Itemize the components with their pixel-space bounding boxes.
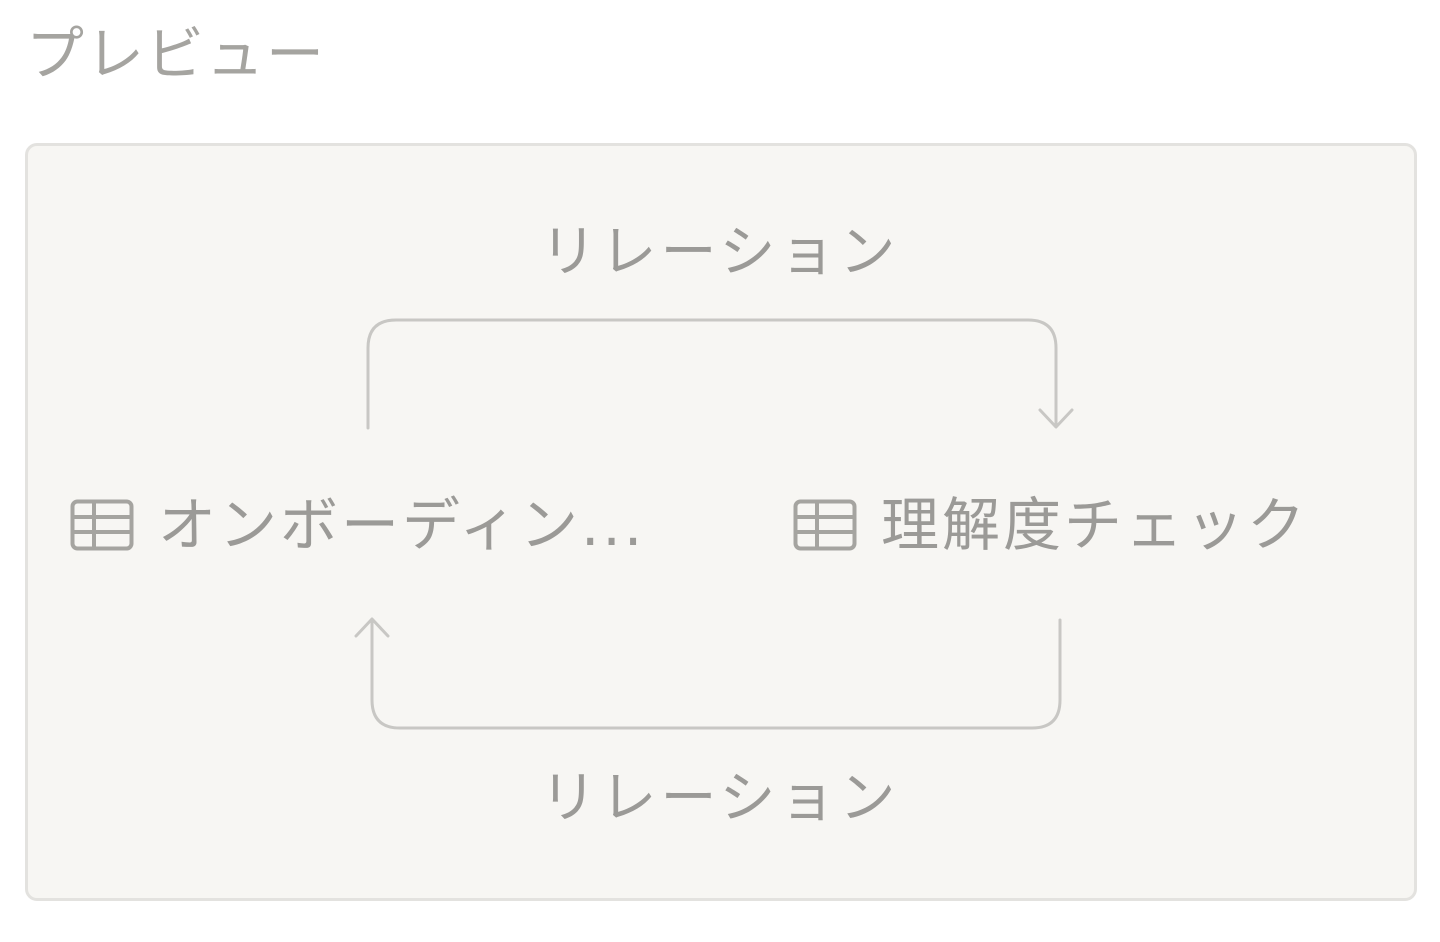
table-icon	[793, 499, 857, 551]
relation-label-bottom: リレーション	[540, 766, 900, 831]
relation-label-top: リレーション	[540, 220, 900, 285]
relation-preview-box	[25, 143, 1417, 901]
preview-title: プレビュー	[26, 20, 327, 88]
target-database-name: 理解度チェック	[881, 491, 1309, 559]
target-database[interactable]: 理解度チェック	[793, 490, 1393, 560]
source-database[interactable]: オンボーディン...	[70, 490, 690, 560]
source-database-name: オンボーディン...	[158, 491, 646, 559]
table-icon	[70, 499, 134, 551]
